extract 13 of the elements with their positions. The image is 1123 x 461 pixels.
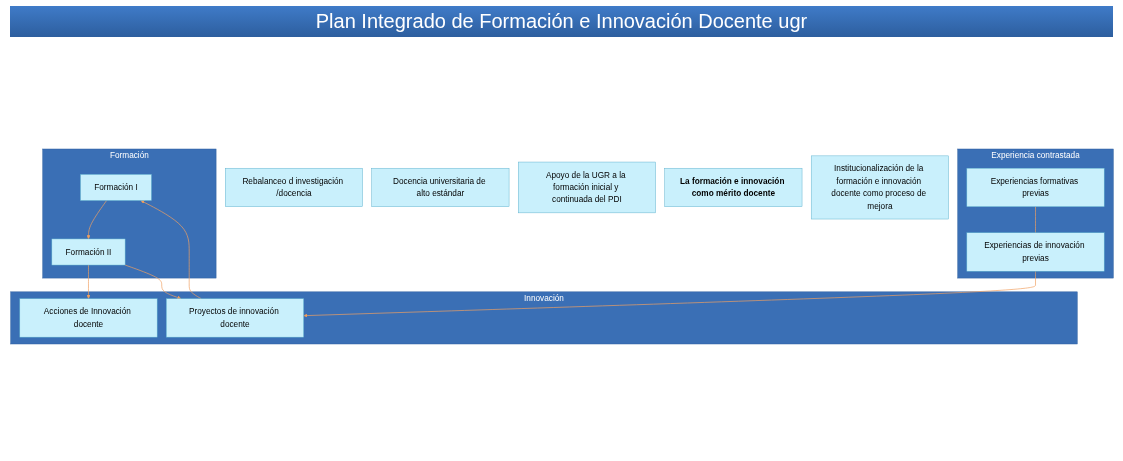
node-box: Institucionalización de la formación e innovación docente como proceso de mejora (810, 155, 949, 220)
node-box: Acciones de Innovación docente (19, 298, 157, 338)
node-box: Experiencias formativas previas (966, 168, 1104, 207)
node-box: Experiencias de innovación previas (966, 232, 1104, 272)
node-box: Apoyo de la UGR a la formación inicial y continuada del PDI (517, 161, 656, 214)
title-banner: Plan Integrado de Formación e Innovación Docente ugr (10, 6, 1113, 37)
connector (1034, 206, 1036, 234)
node-box: Rebalanceo d investigación /docencia (224, 168, 363, 207)
node-box: Formación I (79, 174, 152, 201)
node-box: La formación e innovación como mérito docente (664, 168, 802, 207)
node-box: Docencia universitaria de alto estándar (371, 168, 509, 207)
node-box: Proyectos de innovación docente (165, 298, 304, 338)
node-box: Formación II (51, 238, 125, 266)
